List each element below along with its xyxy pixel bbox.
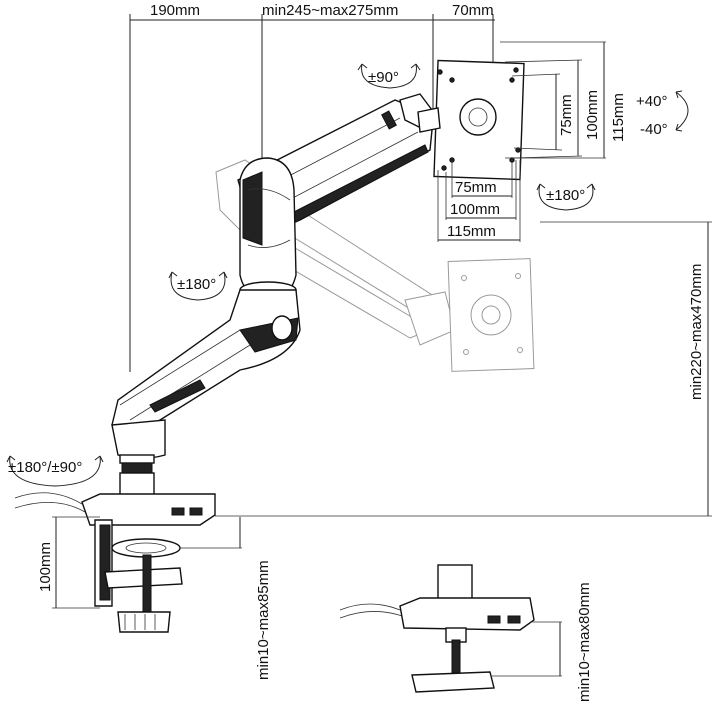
grommet-range-label: min10~max80mm <box>576 582 593 702</box>
top-dimension-lines <box>129 14 495 372</box>
swivel-label: ±180° <box>546 187 585 204</box>
height-range-label: min220~max470mm <box>688 264 705 400</box>
clamp-range-label: min10~max85mm <box>255 560 272 680</box>
desk-clamp <box>94 519 183 633</box>
base-offset-label: 190mm <box>150 2 200 19</box>
vesa-vertical-dims <box>500 41 606 159</box>
elbow-joint <box>239 157 297 301</box>
base-rotate-label: ±180°/±90° <box>8 459 82 476</box>
base-rotate-icon <box>6 455 104 487</box>
vesa-v-100-label: 100mm <box>584 90 601 140</box>
vesa-h-75-label: 75mm <box>455 179 497 196</box>
vesa-h-115-label: 115mm <box>447 223 496 240</box>
elbow-rotate-icon <box>168 271 228 301</box>
vesa-v-75-label: 75mm <box>558 94 575 136</box>
grommet-mount <box>339 564 562 693</box>
arm-length-label: min245~max275mm <box>262 2 398 19</box>
tilt-icon <box>675 90 689 132</box>
tilt-up-label: +40° <box>636 93 667 110</box>
vesa-v-115-label: 115mm <box>610 93 627 142</box>
lower-arm <box>111 289 301 441</box>
head-depth-label: 70mm <box>452 2 494 19</box>
clamp-height-label: 100mm <box>37 542 54 592</box>
rotate-90-icon <box>357 63 421 89</box>
tilt-down-label: -40° <box>640 121 668 138</box>
pole-and-base <box>14 419 216 526</box>
swivel-icon <box>536 183 596 211</box>
rotate-90-label: ±90° <box>368 69 399 86</box>
elbow-rotate-label: ±180° <box>177 276 216 293</box>
height-range-dim <box>215 221 712 517</box>
vesa-horizontal-dims <box>437 160 521 242</box>
vesa-h-100-label: 100mm <box>450 201 500 218</box>
clamp-dims <box>52 516 242 609</box>
vesa-plate <box>417 59 525 181</box>
